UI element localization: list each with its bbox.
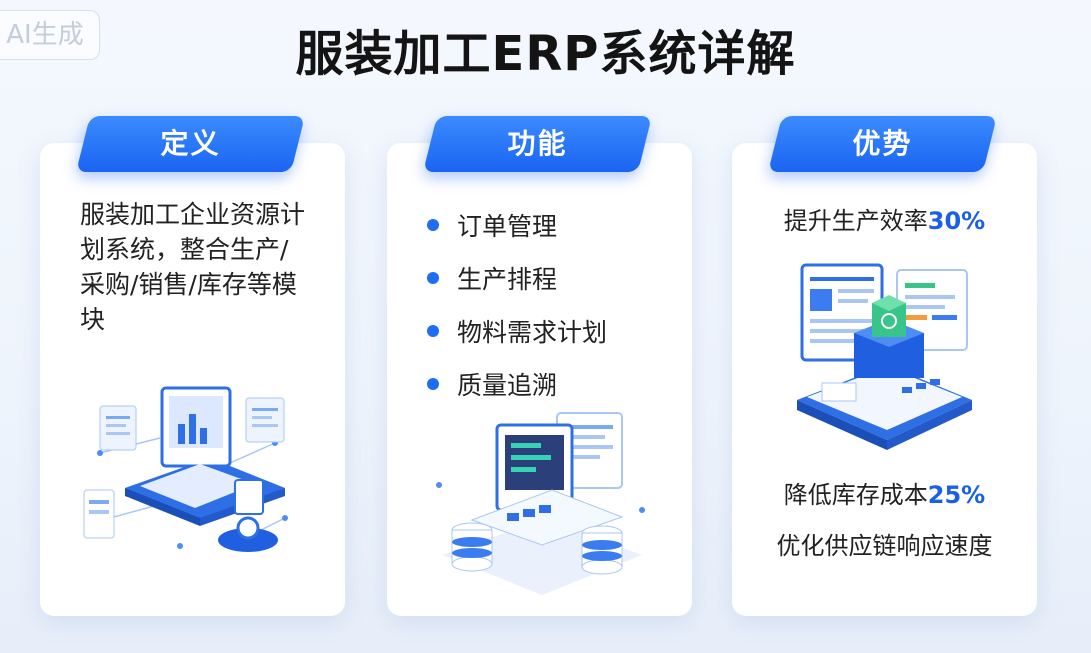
tab-definition: 定义 [76, 116, 305, 172]
tab-advantages-label: 优势 [852, 127, 913, 160]
tab-advantages: 优势 [768, 116, 997, 172]
advantage-inventory-cost: 降低库存成本25% [783, 481, 986, 509]
list-item: 订单管理 [427, 198, 607, 251]
ai-generated-watermark: AI生成 [0, 10, 100, 60]
definition-text: 服装加工企业资源计划系统，整合生产/采购/销售/库存等模块 [80, 200, 306, 334]
list-item: 质量追溯 [427, 357, 607, 410]
bullet-icon [427, 271, 439, 284]
bullet-icon [427, 377, 439, 390]
computer-illustration [83, 386, 288, 552]
advantage-supply-chain: 优化供应链响应速度 [776, 532, 993, 560]
server-illustration [436, 412, 645, 595]
list-item: 生产排程 [427, 251, 607, 304]
advantage-efficiency: 提升生产效率30% [783, 207, 986, 235]
advantages-card: 提升生产效率30% 降低库存成本25% 优化供应链响应速度 [732, 143, 1037, 616]
tab-functions: 功能 [423, 116, 652, 172]
function-list: 订单管理 生产排程 物料需求计划 质量追溯 [427, 198, 607, 410]
bullet-icon [427, 218, 439, 231]
page-title: 服装加工ERP系统详解 [295, 26, 796, 82]
functions-card: 订单管理 生产排程 物料需求计划 质量追溯 [387, 143, 692, 616]
dashboard-illustration [797, 263, 972, 450]
tab-functions-label: 功能 [507, 127, 568, 160]
definition-card: 服装加工企业资源计划系统，整合生产/采购/销售/库存等模块 [40, 143, 345, 616]
bullet-icon [427, 324, 439, 337]
list-item: 物料需求计划 [427, 304, 607, 357]
tab-definition-label: 定义 [160, 127, 221, 160]
